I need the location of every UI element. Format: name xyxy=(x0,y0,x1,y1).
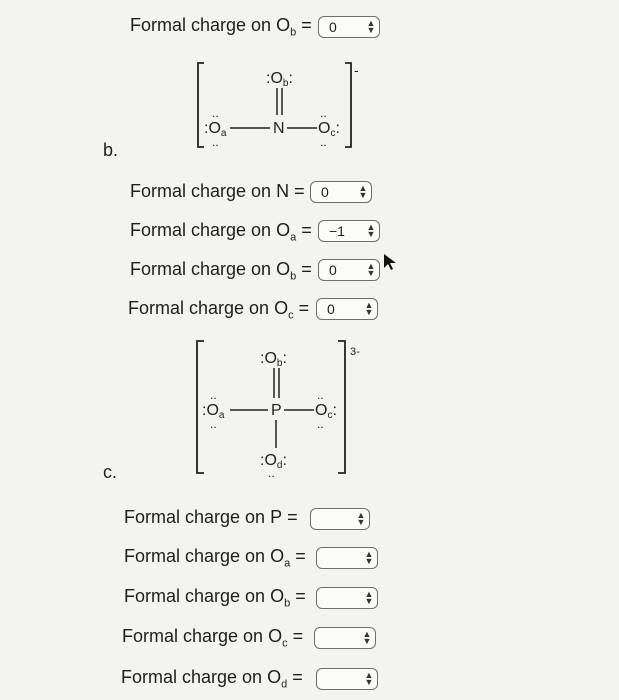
fc-row-b-oc-label: Formal charge on Oc = xyxy=(128,298,310,322)
fc-select-b-n[interactable]: 0▲▼ xyxy=(310,181,372,203)
fc-select-b-oa[interactable]: −1▲▼ xyxy=(318,220,380,242)
svg-text:..: .. xyxy=(317,388,324,402)
fc-row-c-p-label: Formal charge on P = xyxy=(124,507,298,527)
updown-arrows-icon: ▲▼ xyxy=(364,300,374,317)
fc-row-c-oc-label: Formal charge on Oc = xyxy=(122,626,304,650)
fc-select-b-oc[interactable]: 0▲▼ xyxy=(316,298,378,320)
svg-text:..: .. xyxy=(320,106,327,120)
updown-arrows-icon: ▲▼ xyxy=(356,510,366,527)
atom-o-c: Oc: xyxy=(318,120,340,139)
structure-c-diagram: 3- :Ob: P :Oa .. .. Oc: .. .. :Od: .. xyxy=(196,340,360,480)
mouse-pointer-icon xyxy=(384,254,396,270)
svg-text:..: .. xyxy=(317,417,324,431)
left-bracket xyxy=(197,62,204,148)
top-formal-charge-label: Formal charge on Ob = xyxy=(130,15,312,39)
right-bracket xyxy=(345,62,352,148)
left-bracket xyxy=(196,340,204,474)
svg-text:..: .. xyxy=(210,417,217,431)
fc-select-c-p[interactable]: ▲▼ xyxy=(310,508,370,530)
fc-row-b-oa-label: Formal charge on Oa = xyxy=(130,220,312,244)
fc-row-b-ob-label: Formal charge on Ob = xyxy=(130,259,312,283)
fc-select-c-ob[interactable]: ▲▼ xyxy=(316,587,378,609)
atom-o-d: :Od: xyxy=(260,452,287,471)
top-formal-charge-select[interactable]: 0 ▲▼ xyxy=(318,16,380,38)
updown-arrows-icon: ▲▼ xyxy=(366,18,376,35)
updown-arrows-icon: ▲▼ xyxy=(364,549,374,566)
atom-n: N xyxy=(273,120,285,137)
atom-o-c: Oc: xyxy=(315,402,337,421)
fc-select-c-od[interactable]: ▲▼ xyxy=(316,668,378,690)
structure-b-diagram: - :Ob: N :Oa .. .. Oc: .. .. xyxy=(197,62,359,149)
svg-text:..: .. xyxy=(212,135,219,149)
svg-text:..: .. xyxy=(210,388,217,402)
updown-arrows-icon: ▲▼ xyxy=(362,629,372,646)
updown-arrows-icon: ▲▼ xyxy=(364,670,374,687)
atom-o-a: :Oa xyxy=(204,120,227,139)
svg-text:..: .. xyxy=(268,466,275,480)
fc-select-c-oc[interactable]: ▲▼ xyxy=(314,627,376,649)
atom-o-a: :Oa xyxy=(202,402,225,421)
atom-o-b: :Ob: xyxy=(260,350,287,369)
svg-text:..: .. xyxy=(212,106,219,120)
fc-row-c-od-label: Formal charge on Od = xyxy=(121,667,303,691)
svg-text:..: .. xyxy=(320,135,327,149)
section-c-letter: c. xyxy=(103,462,118,482)
atom-o-b: :Ob: xyxy=(266,70,293,89)
charge-label: - xyxy=(354,62,359,78)
fc-row-c-ob-label: Formal charge on Ob = xyxy=(124,586,306,610)
fc-row-b-n-label: Formal charge on N = xyxy=(130,181,305,201)
fc-select-b-ob[interactable]: 0▲▼ xyxy=(318,259,380,281)
updown-arrows-icon: ▲▼ xyxy=(366,261,376,278)
updown-arrows-icon: ▲▼ xyxy=(366,222,376,239)
updown-arrows-icon: ▲▼ xyxy=(364,589,374,606)
charge-label: 3- xyxy=(350,346,360,358)
fc-row-c-oa-label: Formal charge on Oa = xyxy=(124,546,306,570)
right-bracket xyxy=(338,340,346,474)
atom-p: P xyxy=(271,402,282,419)
section-b-letter: b. xyxy=(103,140,119,160)
updown-arrows-icon: ▲▼ xyxy=(358,183,368,200)
fc-select-c-oa[interactable]: ▲▼ xyxy=(316,547,378,569)
